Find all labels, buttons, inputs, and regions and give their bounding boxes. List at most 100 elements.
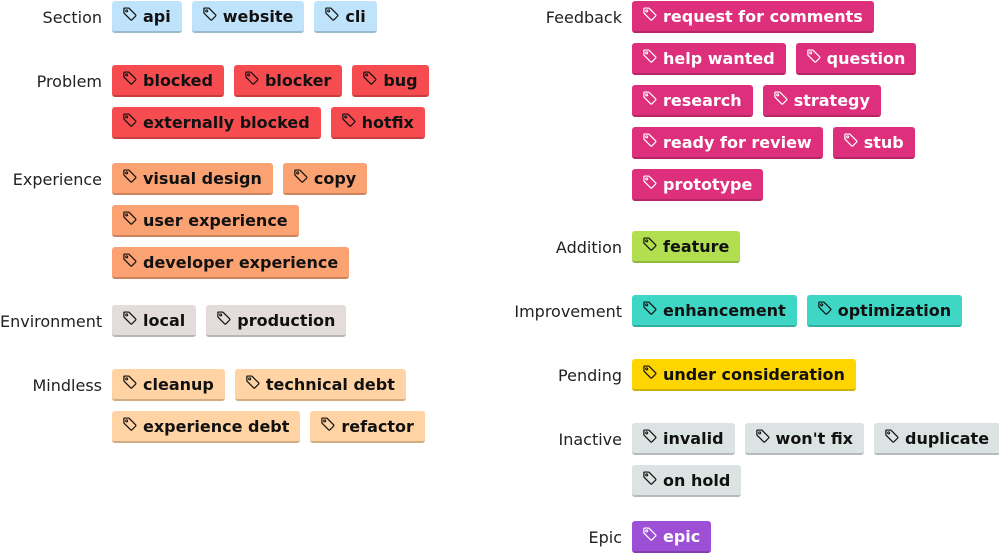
tag-label: externally blocked	[143, 112, 310, 132]
tag-icon	[773, 90, 788, 105]
tag-label: epic	[663, 526, 701, 546]
group-label-problem: Problem	[36, 72, 102, 91]
tag-production[interactable]: production	[206, 305, 347, 337]
tag-label: duplicate	[905, 428, 990, 448]
tag-list-pending: under consideration	[632, 359, 992, 391]
tag-label: blocked	[143, 70, 213, 90]
tag-enhancement[interactable]: enhancement	[632, 295, 797, 327]
tag-label: user experience	[143, 210, 288, 230]
tag-label: help wanted	[663, 48, 775, 68]
tag-icon	[122, 6, 137, 21]
tag-icon	[341, 112, 356, 127]
tag-label: prototype	[663, 174, 753, 194]
tag-icon	[642, 90, 657, 105]
tag-request-for-comments[interactable]: request for comments	[632, 1, 874, 33]
tag-cli[interactable]: cli	[314, 1, 377, 33]
tag-won-t-fix[interactable]: won't fix	[744, 423, 864, 455]
group-label-inactive: Inactive	[558, 430, 623, 449]
tag-developer-experience[interactable]: developer experience	[112, 247, 350, 279]
tag-label: visual design	[143, 168, 262, 188]
tag-icon	[122, 416, 137, 431]
tag-icon	[122, 168, 137, 183]
tag-label: technical debt	[265, 374, 395, 394]
tag-label: request for comments	[663, 6, 863, 26]
tag-icon	[362, 70, 377, 85]
tag-icon	[642, 6, 657, 21]
tag-label: api	[143, 6, 171, 26]
tag-icon	[293, 168, 308, 183]
tag-list-environment: local production	[112, 305, 412, 337]
tag-user-experience[interactable]: user experience	[112, 205, 299, 237]
tag-strategy[interactable]: strategy	[762, 85, 881, 117]
tag-ready-for-review[interactable]: ready for review	[632, 127, 823, 159]
tag-help-wanted[interactable]: help wanted	[632, 43, 786, 75]
tag-icon	[202, 6, 217, 21]
tag-label: under consideration	[663, 364, 845, 384]
tag-icon	[642, 526, 657, 541]
tag-website[interactable]: website	[191, 1, 305, 33]
tag-under-consideration[interactable]: under consideration	[632, 359, 856, 391]
tag-icon	[755, 428, 770, 443]
tag-label: developer experience	[143, 252, 339, 272]
tag-hotfix[interactable]: hotfix	[330, 107, 425, 139]
tag-list-feedback: request for comments help wanted question r…	[632, 1, 932, 201]
tag-invalid[interactable]: invalid	[632, 423, 735, 455]
tag-epic[interactable]: epic	[632, 521, 712, 553]
tag-icon	[244, 70, 259, 85]
tag-list-section: api website cli	[112, 1, 412, 33]
tag-label: feature	[663, 236, 730, 256]
tag-icon	[122, 252, 137, 267]
tag-label: refactor	[341, 416, 414, 436]
tag-technical-debt[interactable]: technical debt	[234, 369, 406, 401]
tag-icon	[324, 6, 339, 21]
tag-optimization[interactable]: optimization	[806, 295, 963, 327]
tag-list-experience: visual design copy user experience develope…	[112, 163, 412, 279]
group-label-mindless: Mindless	[32, 376, 102, 395]
tag-icon	[122, 310, 137, 325]
tag-copy[interactable]: copy	[282, 163, 368, 195]
tag-icon	[642, 300, 657, 315]
tag-icon	[642, 236, 657, 251]
tag-label: copy	[313, 168, 357, 188]
tag-label: research	[663, 90, 742, 110]
tag-local[interactable]: local	[112, 305, 197, 337]
tag-question[interactable]: question	[795, 43, 917, 75]
tag-externally-blocked[interactable]: externally blocked	[112, 107, 321, 139]
tag-api[interactable]: api	[112, 1, 182, 33]
tag-on-hold[interactable]: on hold	[632, 465, 742, 497]
tag-label: stub	[863, 132, 904, 152]
group-label-improvement: Improvement	[514, 302, 622, 321]
tag-refactor[interactable]: refactor	[310, 411, 425, 443]
tag-cleanup[interactable]: cleanup	[112, 369, 225, 401]
tag-icon	[320, 416, 335, 431]
tag-research[interactable]: research	[632, 85, 753, 117]
tag-label: won't fix	[775, 428, 853, 448]
tag-blocked[interactable]: blocked	[112, 65, 224, 97]
tag-icon	[884, 428, 899, 443]
group-label-addition: Addition	[555, 238, 622, 257]
tag-label: production	[237, 310, 336, 330]
tag-icon	[642, 48, 657, 63]
tag-visual-design[interactable]: visual design	[112, 163, 273, 195]
tag-list-improvement: enhancement optimization	[632, 295, 992, 327]
tag-label: cli	[345, 6, 366, 26]
tag-list-epic: epic	[632, 521, 992, 553]
tag-feature[interactable]: feature	[632, 231, 741, 263]
tag-experience-debt[interactable]: experience debt	[112, 411, 301, 443]
group-label-experience: Experience	[12, 170, 102, 189]
tag-icon	[642, 470, 657, 485]
tag-duplicate[interactable]: duplicate	[874, 423, 999, 455]
tag-prototype[interactable]: prototype	[632, 169, 764, 201]
tag-bug[interactable]: bug	[352, 65, 429, 97]
group-label-environment: Environment	[0, 312, 103, 331]
tag-blocker[interactable]: blocker	[233, 65, 343, 97]
tag-label: experience debt	[143, 416, 290, 436]
tag-icon	[122, 210, 137, 225]
tag-label: on hold	[663, 470, 731, 490]
group-label-feedback: Feedback	[545, 8, 622, 27]
tag-list-problem: blocked blocker bug externally blocked hotfi…	[112, 65, 452, 139]
group-label-pending: Pending	[558, 366, 622, 385]
tag-icon	[806, 48, 821, 63]
tag-label: invalid	[663, 428, 724, 448]
tag-stub[interactable]: stub	[832, 127, 915, 159]
